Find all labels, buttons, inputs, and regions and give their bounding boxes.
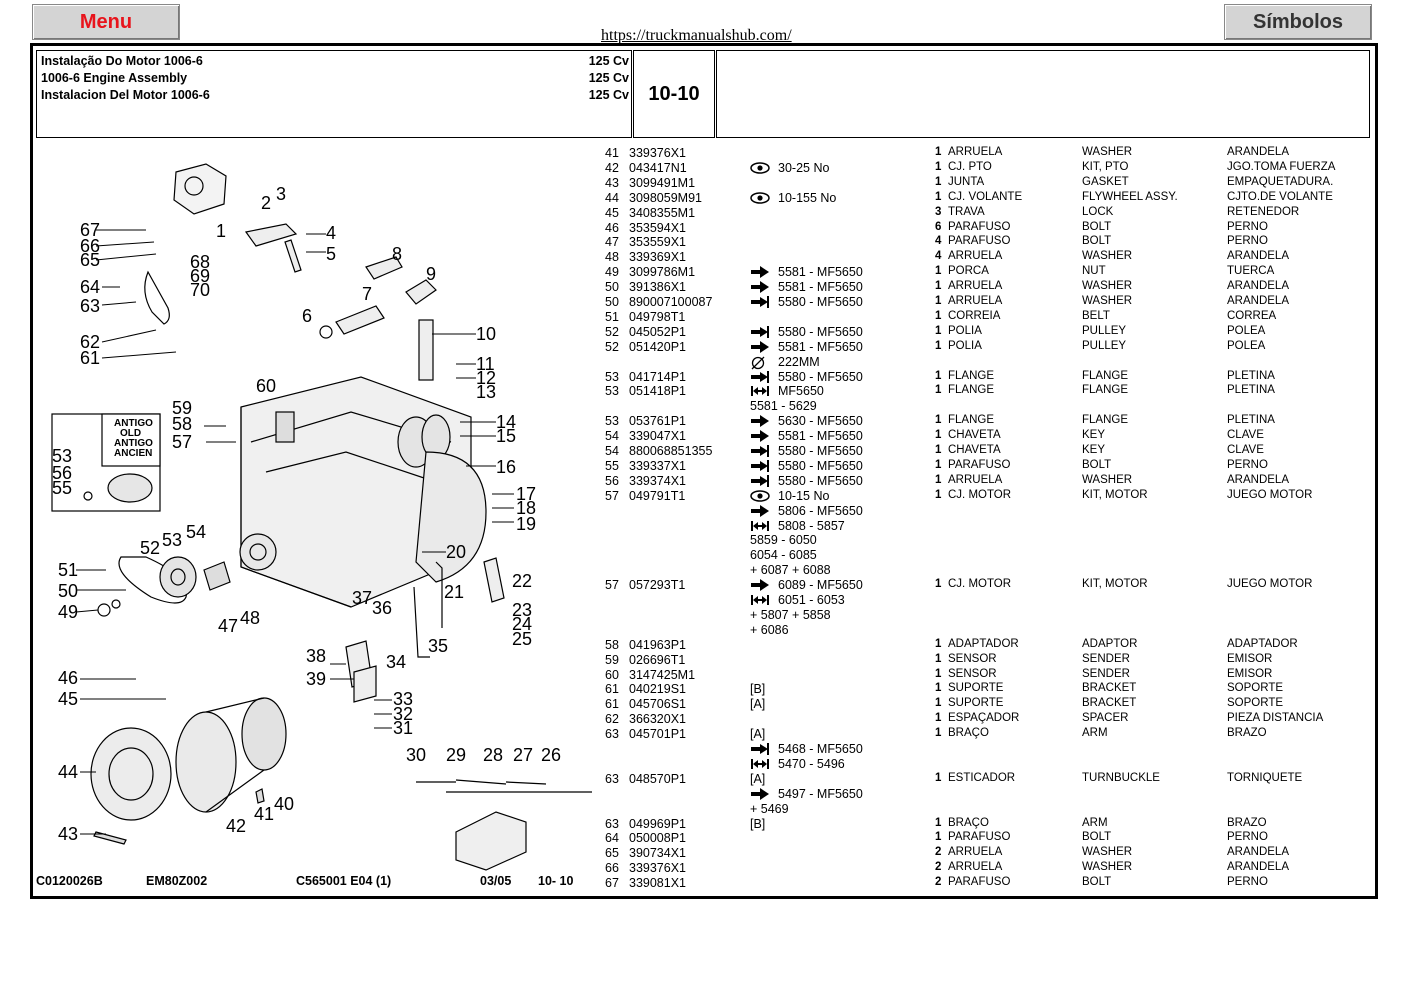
page-code: 10-10 [648, 83, 700, 105]
callout-label: 55 [52, 478, 72, 498]
callout-label: 64 [80, 277, 100, 297]
callout-label: 19 [516, 514, 536, 534]
callout-label: 69 [190, 266, 210, 286]
callout-label: 40 [274, 794, 294, 814]
callout-label: 49 [58, 602, 78, 622]
callout-label: 23 [512, 600, 532, 620]
insert-label: ANTIGO [114, 438, 153, 449]
symbols-button[interactable]: Símbolos [1224, 4, 1372, 40]
callout-label: 51 [58, 560, 78, 580]
callout-label: 60 [256, 376, 276, 396]
callout-label: 50 [58, 581, 78, 601]
power-rating: 125 Cv [588, 88, 629, 102]
callout-label: 6 [302, 306, 312, 326]
footer-page-code: 10- 10 [538, 874, 574, 888]
callout-label: 52 [140, 538, 160, 558]
callout-label: 21 [444, 582, 464, 602]
callout-label: 17 [516, 484, 536, 504]
callout-label: 9 [426, 264, 436, 284]
callout-label: 53 [162, 530, 182, 550]
callout-label: 48 [240, 608, 260, 628]
callout-label: 45 [58, 689, 78, 709]
callout-label: 56 [52, 463, 72, 483]
callout-label: 24 [512, 614, 532, 634]
callout-label: 38 [306, 646, 326, 666]
callout-label: 65 [80, 250, 100, 270]
issue-date: 03/05 [480, 874, 512, 888]
callout-label: 14 [496, 412, 516, 432]
callout-label: 2 [261, 193, 271, 213]
callout-label: 61 [80, 348, 100, 368]
callout-label: 3 [276, 184, 286, 204]
callout-label: 57 [172, 432, 192, 452]
callout-label: 68 [190, 252, 210, 272]
page-code-box: 10-10 [633, 50, 715, 138]
power-rating: 125 Cv [588, 54, 629, 68]
callout-label: 29 [446, 745, 466, 765]
callout-label: 58 [172, 414, 192, 434]
callout-label: 28 [483, 745, 503, 765]
title-box: Instalação Do Motor 1006-6 1006-6 Engine… [36, 50, 632, 138]
page-frame [30, 43, 1378, 899]
callout-label: 66 [80, 236, 100, 256]
menu-button[interactable]: Menu [32, 4, 180, 40]
callout-label: 34 [386, 652, 406, 672]
title-spanish: Instalacion Del Motor 1006-6 [41, 88, 210, 102]
callout-label: 39 [306, 669, 326, 689]
callout-label: 54 [186, 522, 206, 542]
callout-label: 42 [226, 816, 246, 836]
title-english: 1006-6 Engine Assembly [41, 71, 188, 85]
power-rating: 125 Cv [588, 71, 629, 85]
serial-range: C565001 E04 (1) [296, 874, 392, 888]
callout-label: 63 [80, 296, 100, 316]
callout-label: 25 [512, 629, 532, 649]
callout-label: 10 [476, 324, 496, 344]
callout-label: 35 [428, 636, 448, 656]
callout-label: 70 [190, 280, 210, 300]
callout-label: 33 [393, 689, 413, 709]
callout-label: 31 [393, 718, 413, 738]
callout-label: 5 [326, 244, 336, 264]
callout-label: 18 [516, 498, 536, 518]
callout-label: 30 [406, 745, 426, 765]
insert-label: OLD [120, 428, 141, 439]
callout-label: 43 [58, 824, 78, 844]
callout-label: 59 [172, 398, 192, 418]
insert-label: ANCIEN [114, 448, 152, 459]
callout-label: 27 [513, 745, 533, 765]
notes-box [716, 50, 1370, 138]
callout-label: 36 [372, 598, 392, 618]
callout-label: 8 [392, 244, 402, 264]
insert-label: ANTIGO [114, 418, 153, 429]
callout-label: 22 [512, 571, 532, 591]
callout-label: 15 [496, 426, 516, 446]
callout-label: 7 [362, 284, 372, 304]
callout-label: 11 [476, 354, 495, 374]
callout-label: 41 [254, 804, 274, 824]
callout-label: 53 [52, 446, 72, 466]
callout-label: 46 [58, 668, 78, 688]
callout-label: 4 [326, 223, 336, 243]
callout-label: 44 [58, 762, 78, 782]
callout-label: 47 [218, 616, 238, 636]
callout-label: 37 [352, 588, 372, 608]
callout-label: 13 [476, 382, 496, 402]
callout-label: 20 [446, 542, 466, 562]
callout-label: 12 [476, 368, 496, 388]
site-url-link[interactable]: https://truckmanualshub.com/ [601, 27, 792, 44]
callout-label: 16 [496, 457, 516, 477]
doc-code: C0120026B [36, 874, 103, 888]
title-portuguese: Instalação Do Motor 1006-6 [41, 54, 203, 68]
callout-label: 32 [393, 704, 413, 724]
callout-label: 67 [80, 220, 100, 240]
exploded-parts-diagram: 1 2 3 4 5 6 7 8 9 10 11 12 13 14 15 16 1… [36, 142, 596, 872]
callout-label: 62 [80, 332, 100, 352]
em-code: EM80Z002 [146, 874, 208, 888]
callout-label: 1 [216, 221, 226, 241]
callout-label: 26 [541, 745, 561, 765]
